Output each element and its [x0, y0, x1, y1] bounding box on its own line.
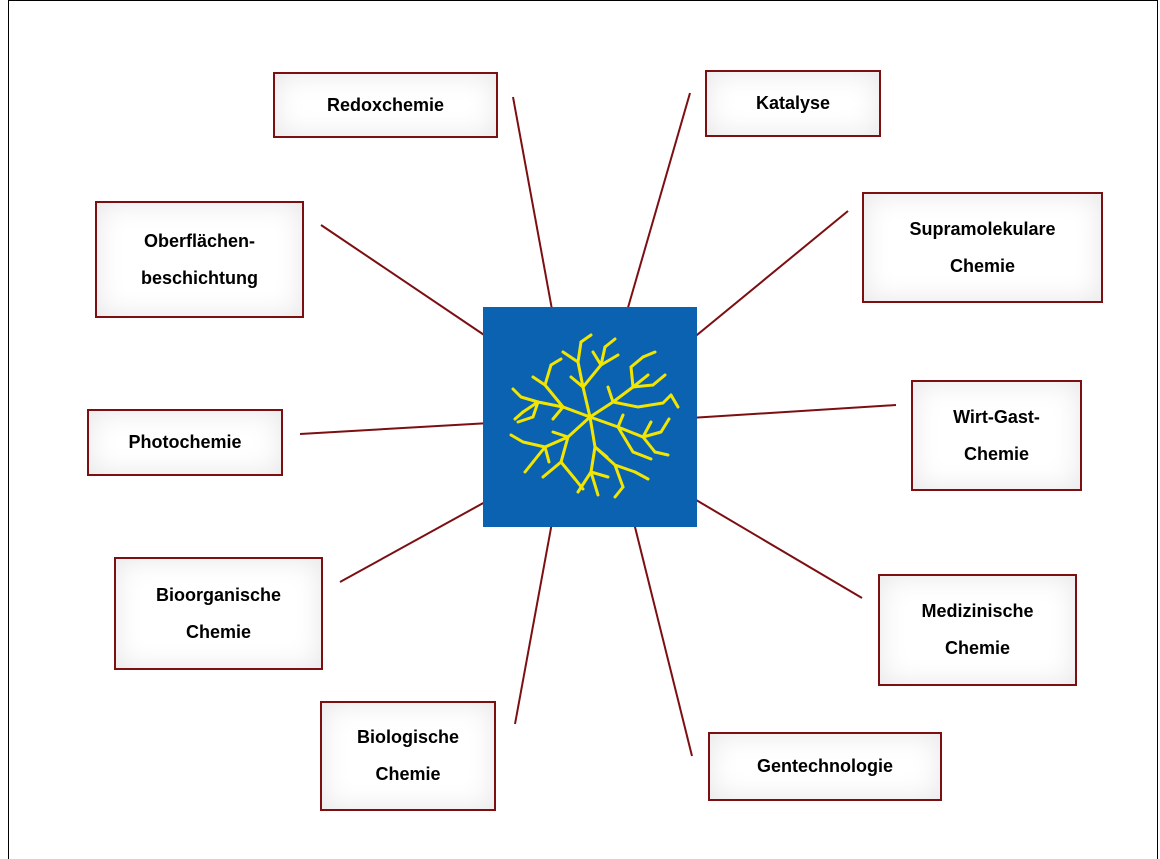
node-wirt-gast-chemie: Wirt-Gast- Chemie — [911, 380, 1082, 491]
link-wirtgast — [689, 404, 897, 419]
link-photochemie — [299, 422, 491, 435]
link-oberflaechen — [320, 224, 497, 344]
node-oberflaechenbeschichtung: Oberflächen- beschichtung — [95, 201, 304, 318]
node-gentechnologie: Gentechnologie — [708, 732, 942, 801]
node-biologische-chemie: Biologische Chemie — [320, 701, 496, 811]
node-supramolekulare-chemie: Supramolekulare Chemie — [862, 192, 1103, 303]
node-photochemie: Photochemie — [87, 409, 283, 476]
link-bioorganische — [339, 495, 497, 583]
node-katalyse: Katalyse — [705, 70, 881, 137]
node-medizinische-chemie: Medizinische Chemie — [878, 574, 1077, 686]
link-gentechnologie — [631, 514, 693, 757]
node-redoxchemie: Redoxchemie — [273, 72, 498, 138]
link-medizinische — [685, 493, 863, 599]
link-biologische — [514, 516, 554, 725]
node-bioorganische-chemie: Bioorganische Chemie — [114, 557, 323, 670]
link-supramolekulare — [685, 210, 849, 345]
link-katalyse — [624, 92, 691, 319]
dendrimer-icon — [483, 307, 697, 527]
link-redoxchemie — [512, 96, 554, 316]
